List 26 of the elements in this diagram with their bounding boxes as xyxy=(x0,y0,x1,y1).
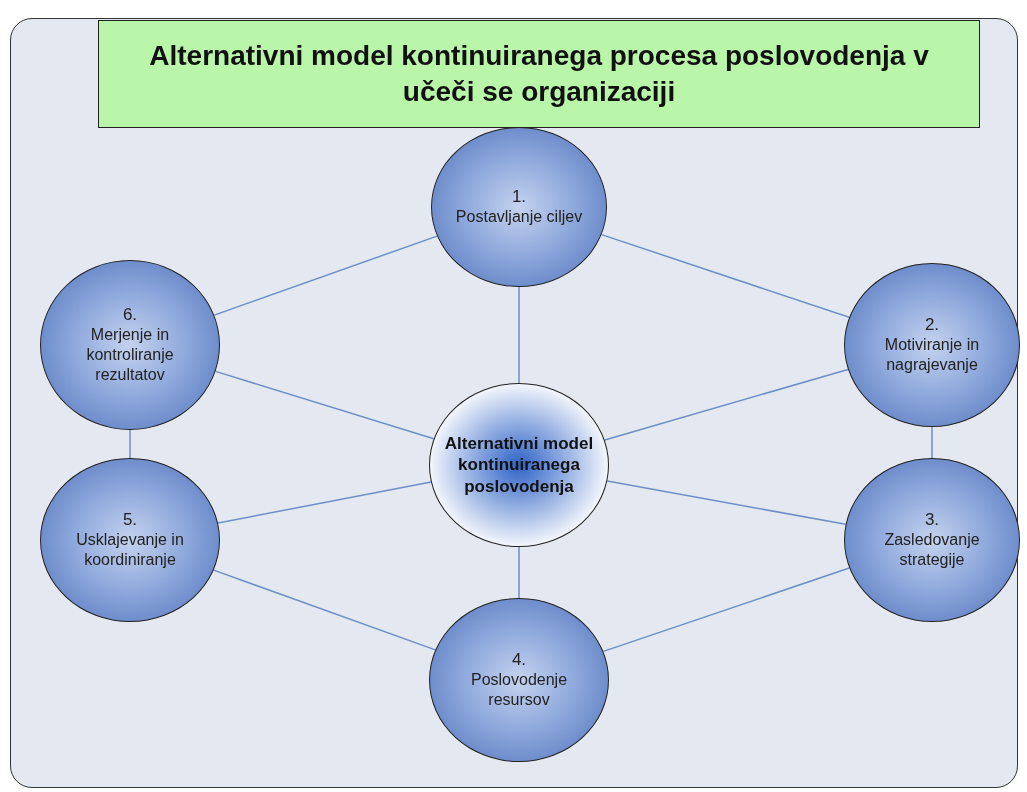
title: Alternativni model kontinuiranega procesa poslovodenja v učeči se organizaciji xyxy=(148,38,930,109)
step-number: 2. xyxy=(924,314,940,336)
step-label: Motiviranje in nagrajevanje xyxy=(883,335,981,376)
step-number: 3. xyxy=(924,509,940,531)
step-label: Postavljanje ciljev xyxy=(454,207,584,228)
step-number: 1. xyxy=(511,186,527,208)
connector-line xyxy=(518,546,520,599)
step-number: 5. xyxy=(122,509,138,531)
center-label: Alternativni model kontinuiranega poslovodenja xyxy=(443,433,595,497)
connector-line xyxy=(602,567,851,653)
connector-line xyxy=(217,481,432,524)
step-label: Merjenje in kontroliranje rezultatov xyxy=(85,325,175,386)
connector-line xyxy=(604,368,849,441)
connector-line xyxy=(931,426,933,459)
connector-line xyxy=(606,480,847,526)
connector-line xyxy=(518,286,520,384)
connector-line xyxy=(129,429,131,459)
step-number: 4. xyxy=(511,649,527,671)
connector-line xyxy=(213,235,438,316)
step-label: Zasledovanje strategije xyxy=(883,530,981,571)
connector-line xyxy=(600,233,850,319)
step-number: 6. xyxy=(122,304,138,326)
connector-line xyxy=(212,569,437,651)
step-label: Poslovodenje resursov xyxy=(469,670,569,711)
connector-line xyxy=(214,370,435,440)
step-label: Usklajevanje in koordiniranje xyxy=(75,530,185,571)
